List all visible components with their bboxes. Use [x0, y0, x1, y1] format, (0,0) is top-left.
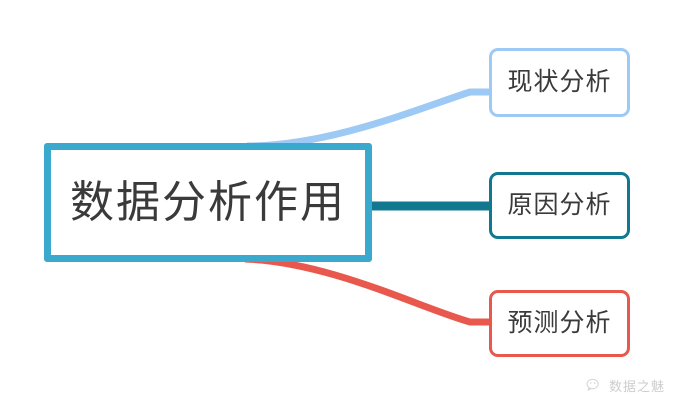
watermark-text: 数据之魅	[608, 379, 665, 394]
branch-node-label: 预测分析	[507, 309, 612, 337]
connector-curve-down	[244, 255, 489, 326]
root-node-label: 数据分析作用	[70, 177, 346, 227]
branch-node-cause[interactable]: 原因分析	[489, 172, 630, 239]
connector-curve-up	[246, 88, 489, 150]
branch-node-label: 原因分析	[507, 191, 612, 219]
wechat-icon	[586, 378, 599, 391]
branch-node-current-situation[interactable]: 现状分析	[489, 48, 630, 117]
branch-node-prediction[interactable]: 预测分析	[489, 290, 630, 357]
branch-node-label: 现状分析	[507, 68, 612, 96]
root-node[interactable]: 数据分析作用	[44, 143, 372, 262]
watermark: 数据之魅	[586, 376, 665, 395]
